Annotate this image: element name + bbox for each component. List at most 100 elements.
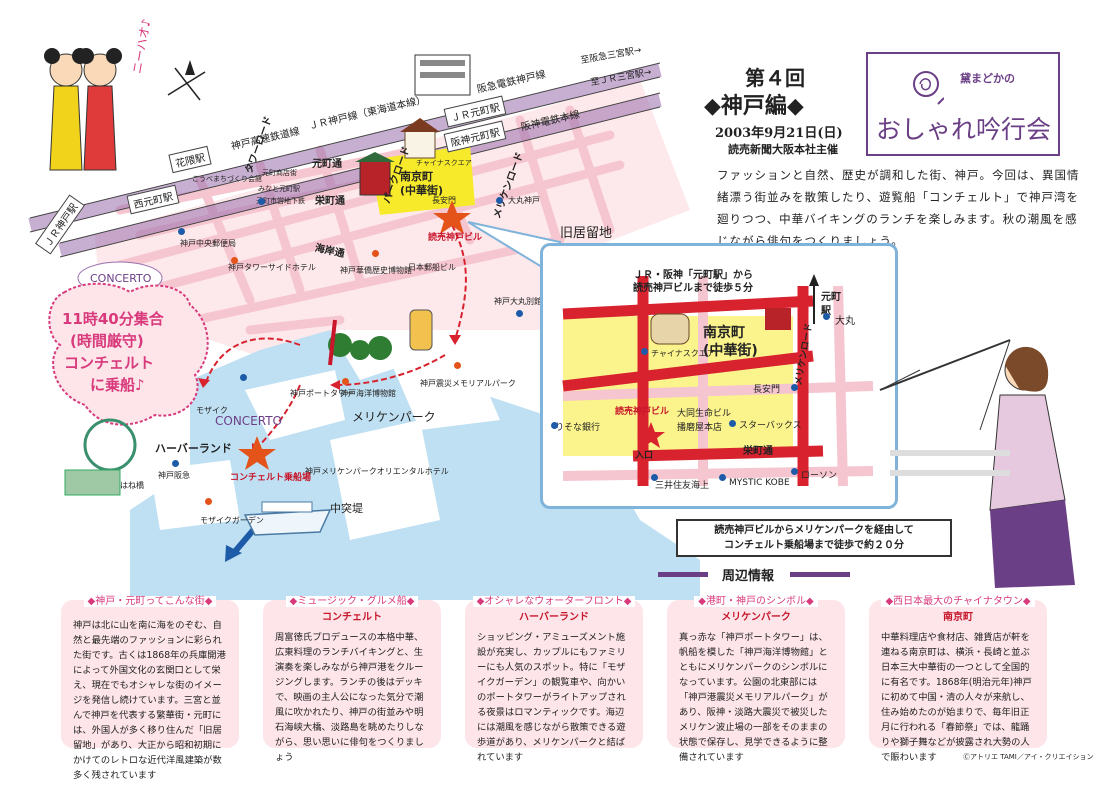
- route-note: 読売神戸ビルからメリケンパークを経由して コンチェルト乗船場まで徒歩で約２０分: [676, 519, 952, 557]
- area-nankinmachi: 南京町: [400, 170, 433, 183]
- inset-china-square: チャイナスクエア: [651, 349, 715, 358]
- concerto-logo-top: CONCERTO: [90, 272, 152, 285]
- issue-number: 第４回: [745, 66, 805, 90]
- area-nankinmachi-sub: (中華街): [400, 184, 444, 197]
- meeting-board: コンチェルト: [64, 354, 155, 372]
- place-mosaic: モザイク: [196, 406, 228, 415]
- panel-body: 中華料理店や食材店、雑貨店が軒を連ねる南京町は、横浜・長崎と並ぶ日本三大中華街の…: [881, 632, 1032, 763]
- route-note-line-2: コンチェルト乗船場まで徒歩で約２０分: [724, 540, 904, 551]
- inset-daimaru: 大丸: [835, 316, 855, 327]
- marker-dot: [729, 420, 736, 427]
- info-panel-concerto: ◆ミュージック・グルメ船◆ コンチェルト 周富徳氏プロデュースの本格中華、広東料…: [263, 596, 441, 763]
- surroundings-bar-left: [658, 572, 708, 577]
- meeting-time: 11時40分集合: [62, 310, 164, 328]
- info-panel-harborland: ◆オシャレなウォーターフロント◆ ハーバーランド ショッピング・アミューズメント…: [465, 596, 643, 763]
- info-panel-meriken-park: ◆港町・神戸のシンボル◆ メリケンパーク 真っ赤な「神戸ポートタワー」は、帆船を…: [667, 596, 845, 763]
- inset-resona: りそな銀行: [555, 423, 601, 433]
- inset-mystic: MYSTIC KOBE: [729, 478, 790, 488]
- panel-body: 真っ赤な「神戸ポートタワー」は、帆船を模した「神戸海洋博物館」とともにメリケンパ…: [679, 632, 828, 763]
- panel-title: ◆神戸・元町ってこんな街◆: [83, 596, 217, 607]
- inset-nankinmachi: 南京町: [703, 325, 745, 341]
- inset-motomachi: 元町: [821, 292, 841, 303]
- marker-dot: [258, 198, 265, 205]
- panel-subtitle: ハーバーランド: [519, 612, 589, 623]
- start-point-label: 読売神戸ビル: [428, 233, 483, 243]
- place-harborland: ハーバーランド: [155, 442, 232, 455]
- girls-illustration: [44, 48, 122, 171]
- rose-icon: [913, 71, 944, 105]
- marker-dot: [172, 460, 179, 467]
- marker-dot: [372, 250, 379, 257]
- place-maritime-museum: 神戸海洋博物館: [340, 389, 396, 398]
- panel-title: ◆西日本最大のチャイナタウン◆: [881, 596, 1035, 607]
- place-motomachi-subway: 元町市営地下鉄: [256, 197, 305, 205]
- panel-body: ショッピング・アミューズメント施設が充実し、カップルにもファミリーにも人気のスポ…: [477, 632, 626, 763]
- marker-dot: [551, 422, 558, 429]
- place-choanmon: 長安門: [432, 196, 456, 205]
- place-kakyo-museum: 神戸華僑歴史博物館: [340, 266, 412, 275]
- place-central-post: 神戸中央郵便局: [180, 239, 236, 248]
- place-machizukuri: こうべまちづくり会館: [192, 175, 262, 183]
- place-nyk-building: 日本郵船ビル: [408, 263, 456, 272]
- place-memorial-park: 神戸震災メモリアルパーク: [420, 379, 516, 388]
- marker-dot: [641, 348, 648, 355]
- surroundings-bar-right: [790, 572, 850, 577]
- place-daimaru-kobe: 大丸神戸: [508, 196, 540, 205]
- marker-dot: [791, 468, 798, 475]
- inset-starbucks: スターバックス: [739, 421, 802, 431]
- marker-dot: [496, 197, 503, 204]
- panel-title: ◆オシャレなウォーターフロント◆: [472, 596, 636, 607]
- panel-title: ◆港町・神戸のシンボル◆: [694, 596, 818, 607]
- street-motomachi-dori: 元町通: [312, 159, 342, 170]
- place-daimaru-annex: 神戸大丸別館: [494, 297, 542, 306]
- place-port-tower: 神戸ポートタワー: [290, 389, 354, 398]
- place-motomachi-shotengai: 元町商店街: [262, 169, 297, 177]
- street-eirakucho-dori: 栄町通: [315, 196, 345, 207]
- area-meriken-park: メリケンパーク: [352, 410, 436, 424]
- info-panel-nankinmachi: ◆西日本最大のチャイナタウン◆ 南京町 中華料理店や食材店、雑貨店が軒を連ねる南…: [869, 596, 1047, 763]
- inset-entrance: 入口: [635, 451, 654, 461]
- inset-harima: 播磨屋本店: [677, 423, 723, 433]
- place-hanebashi: はね橋: [120, 481, 144, 490]
- inset-map: ＪＲ・阪神「元町駅」から 読売神戸ビルまで徒歩５分 元町 駅 南京町 (中華街)…: [540, 243, 898, 509]
- inset-canvas: [562, 274, 874, 487]
- area-kyukyoryuchi: 旧居留地: [560, 226, 613, 241]
- panel-body: 周富徳氏プロデュースの本格中華、広東料理のランチバイキングと、生演奏を楽しみなが…: [275, 632, 424, 763]
- place-oriental-hotel: 神戸メリケンパークオリエンタルホテル: [305, 467, 449, 476]
- inset-yomiuri: 読売神戸ビル: [615, 407, 670, 417]
- inset-motomachi-station: 駅: [821, 306, 831, 317]
- concerto-logo-pier: CONCERTO: [215, 414, 283, 428]
- meeting-board-2: に乗船♪: [90, 376, 145, 394]
- meeting-strict: (時間厳守): [70, 332, 144, 350]
- inset-daido: 大同生命ビル: [677, 409, 732, 419]
- place-towerside-hotel: 神戸タワーサイドホテル: [228, 263, 316, 272]
- place-minato-motomachi: みなと元町駅: [258, 185, 300, 193]
- info-panel-kobe-motomachi: ◆神戸・元町ってこんな街◆ 神戸は北に山を南に海をのぞむ、自然と最先端のファッシ…: [61, 596, 239, 781]
- place-china-square: チャイナスクエア: [416, 159, 472, 167]
- woman-illustration: [879, 339, 1075, 588]
- event-date: 2003年9月21日(日): [715, 126, 843, 141]
- place-kobe-hankyu: 神戸阪急: [158, 471, 190, 480]
- marker-dot: [342, 378, 349, 385]
- marker-dot: [205, 498, 212, 505]
- concert-pier-label: コンチェルト乗船場: [230, 473, 312, 483]
- inset-choanmon: 長安門: [753, 385, 781, 395]
- inset-lawson: ローソン: [801, 471, 838, 481]
- marker-dot: [823, 313, 830, 320]
- marker-dot: [719, 474, 726, 481]
- intro-text: ファッションと自然、歴史が調和した街、神戸。今回は、異国情緒漂う街並みを散策した…: [717, 168, 1080, 248]
- marker-dot: [651, 474, 658, 481]
- area-nakatottei: 中突堤: [330, 502, 363, 515]
- inset-heading-2: 読売神戸ビルまで徒歩５分: [633, 283, 753, 294]
- route-note-line-1: 読売神戸ビルからメリケンパークを経由して: [714, 525, 914, 536]
- surroundings-title: 周辺情報: [722, 569, 775, 584]
- event-sponsor: 読売新聞大阪本社主催: [728, 143, 838, 156]
- logo-main: おしゃれ吟行会: [876, 115, 1052, 144]
- inset-heading-1: ＪＲ・阪神「元町駅」から: [633, 270, 753, 281]
- event-logo: 黛まどかの おしゃれ吟行会: [866, 52, 1060, 156]
- marker-dot: [516, 310, 523, 317]
- edition-title: ◆神戸編◆: [704, 93, 804, 119]
- inset-mitsui: 三井住友海上: [655, 481, 710, 491]
- logo-small: 黛まどかの: [960, 72, 1015, 85]
- panel-subtitle: メリケンパーク: [721, 612, 791, 623]
